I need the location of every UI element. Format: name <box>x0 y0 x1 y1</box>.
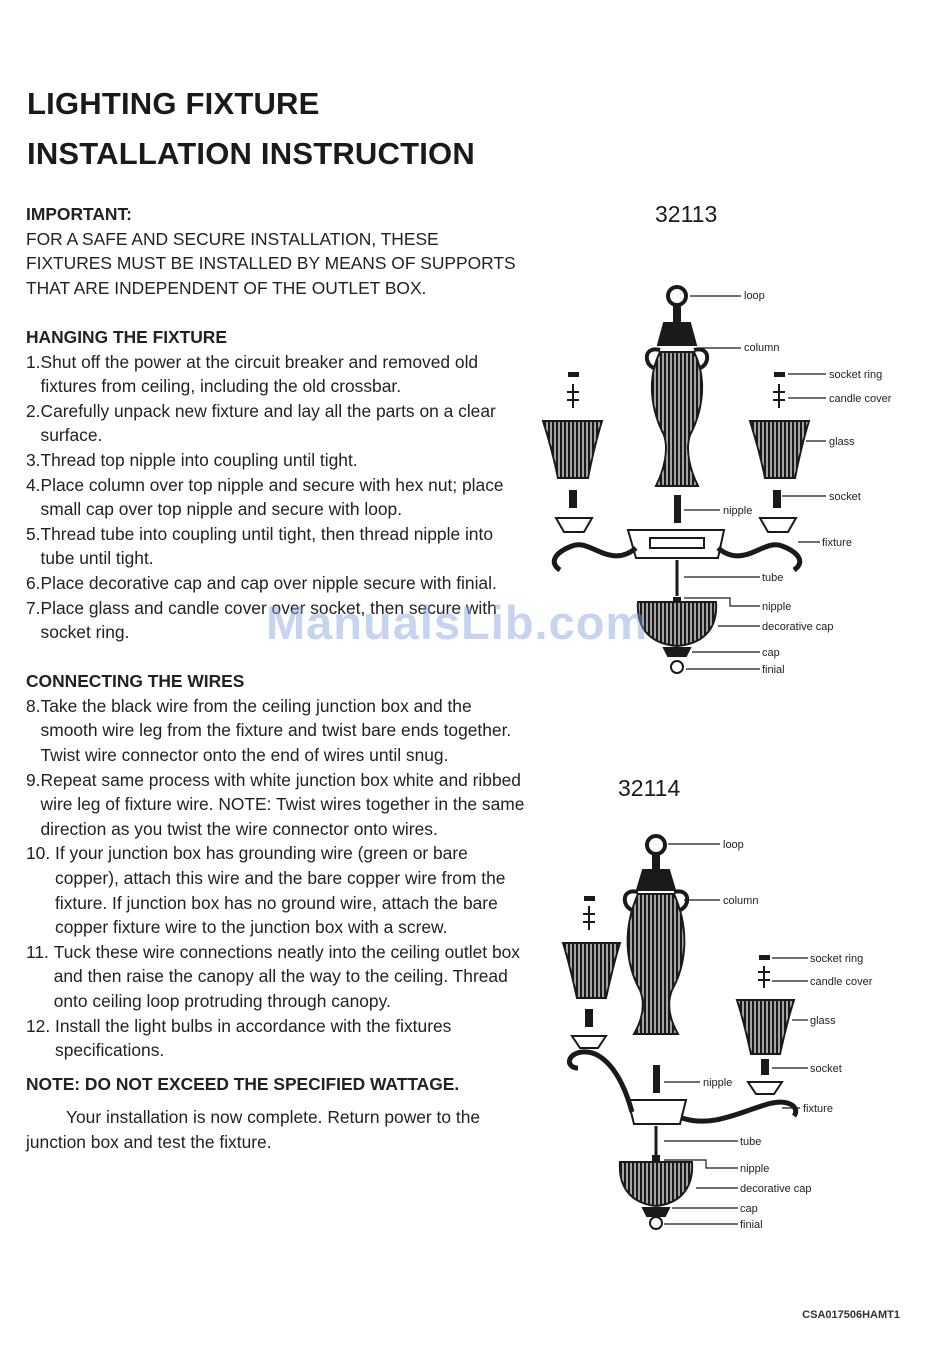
label-fixture: fixture <box>803 1103 833 1115</box>
label-nipple: nipple <box>723 505 752 517</box>
label-nipple-lower: nipple <box>762 601 791 613</box>
label-candle-cover: candle cover <box>829 393 892 405</box>
step-4: 4.Place column over top nipple and secur… <box>26 473 526 522</box>
title-line-1: LIGHTING FIXTURE <box>27 86 320 121</box>
step-number: 5. <box>26 523 41 544</box>
document-code: CSA017506HAMT1 <box>802 1309 900 1321</box>
step-2: 2.Carefully unpack new fixture and lay a… <box>26 399 526 448</box>
step-number: 2. <box>26 400 41 421</box>
hanging-heading: HANGING THE FIXTURE <box>26 326 227 347</box>
label-column: column <box>723 895 758 907</box>
step-number: 8. <box>26 695 41 716</box>
label-column: column <box>744 342 779 354</box>
step-number: 12. <box>26 1015 56 1036</box>
step-text: Tuck these wire connections neatly into … <box>53 941 520 1011</box>
label-finial: finial <box>762 664 785 676</box>
important-text: FOR A SAFE AND SECURE INSTALLATION, THES… <box>26 228 516 298</box>
label-candle-cover: candle cover <box>810 976 873 988</box>
instructions-column: IMPORTANT: FOR A SAFE AND SECURE INSTALL… <box>26 202 526 1155</box>
step-number: 6. <box>26 572 41 593</box>
model-number-32113: 32113 <box>655 201 718 227</box>
label-glass: glass <box>829 436 855 448</box>
step-number: 7. <box>26 597 41 618</box>
step-text: Thread top nipple into coupling until ti… <box>40 449 358 470</box>
step-number: 3. <box>26 449 41 470</box>
step-1: 1.Shut off the power at the circuit brea… <box>26 350 526 399</box>
label-nipple: nipple <box>703 1077 732 1089</box>
label-nipple-lower: nipple <box>740 1163 769 1175</box>
step-3: 3.Thread top nipple into coupling until … <box>26 448 526 473</box>
step-number: 9. <box>26 769 41 790</box>
hanging-steps: 1.Shut off the power at the circuit brea… <box>26 350 526 645</box>
label-fixture: fixture <box>822 537 852 549</box>
label-tube: tube <box>762 572 783 584</box>
step-text: Install the light bulbs in accordance wi… <box>55 1015 452 1061</box>
fixture-diagram-32113 <box>541 285 811 674</box>
step-12: 12. Install the light bulbs in accordanc… <box>26 1014 526 1063</box>
label-socket-ring: socket ring <box>810 953 863 965</box>
wattage-note: NOTE: DO NOT EXCEED THE SPECIFIED WATTAG… <box>26 1073 460 1094</box>
label-socket: socket <box>810 1063 842 1075</box>
wires-heading: CONNECTING THE WIRES <box>26 671 245 692</box>
important-heading: IMPORTANT: <box>26 204 132 224</box>
step-text: Place column over top nipple and secure … <box>40 474 504 520</box>
label-socket-ring: socket ring <box>829 369 882 381</box>
step-7: 7.Place glass and candle cover over sock… <box>26 596 526 645</box>
leader-lines-32113 <box>684 295 826 670</box>
step-11: 11. Tuck these wire connections neatly i… <box>26 940 526 1014</box>
step-9: 9.Repeat same process with white junctio… <box>26 768 526 842</box>
label-decorative-cap: decorative cap <box>762 621 834 633</box>
label-cap: cap <box>740 1203 758 1215</box>
label-glass: glass <box>810 1015 836 1027</box>
step-number: 4. <box>26 474 41 495</box>
model-number-32114: 32114 <box>618 775 681 801</box>
step-text: Place glass and candle cover over socket… <box>40 597 497 643</box>
label-socket: socket <box>829 491 861 503</box>
label-decorative-cap: decorative cap <box>740 1183 812 1195</box>
label-loop: loop <box>744 290 765 302</box>
step-text: Carefully unpack new fixture and lay all… <box>40 400 496 446</box>
step-text: Repeat same process with white junction … <box>40 769 525 839</box>
step-text: Place decorative cap and cap over nipple… <box>40 572 497 593</box>
step-number: 1. <box>26 351 41 372</box>
step-text: Shut off the power at the circuit breake… <box>40 351 479 397</box>
watermark: ManualsLib.com <box>266 596 649 649</box>
label-cap: cap <box>762 647 780 659</box>
step-10: 10. If your junction box has grounding w… <box>26 841 526 939</box>
step-8: 8.Take the black wire from the ceiling j… <box>26 694 526 768</box>
step-6: 6.Place decorative cap and cap over nipp… <box>26 571 526 596</box>
step-number: 10. <box>26 843 56 864</box>
step-text: Take the black wire from the ceiling jun… <box>40 695 512 766</box>
step-number: 11. <box>26 941 54 962</box>
label-finial: finial <box>740 1219 763 1231</box>
step-text: If your junction box has grounding wire … <box>55 843 506 938</box>
label-loop: loop <box>723 839 744 851</box>
wires-steps: 8.Take the black wire from the ceiling j… <box>26 694 526 1063</box>
leader-lines-32114 <box>664 843 808 1225</box>
step-text: Thread tube into coupling until tight, t… <box>40 523 493 569</box>
title-line-2: INSTALLATION INSTRUCTION <box>27 136 475 171</box>
step-5: 5.Thread tube into coupling until tight,… <box>26 522 526 571</box>
label-tube: tube <box>740 1136 761 1148</box>
closing-text: Your installation is now complete. Retur… <box>26 1107 481 1152</box>
